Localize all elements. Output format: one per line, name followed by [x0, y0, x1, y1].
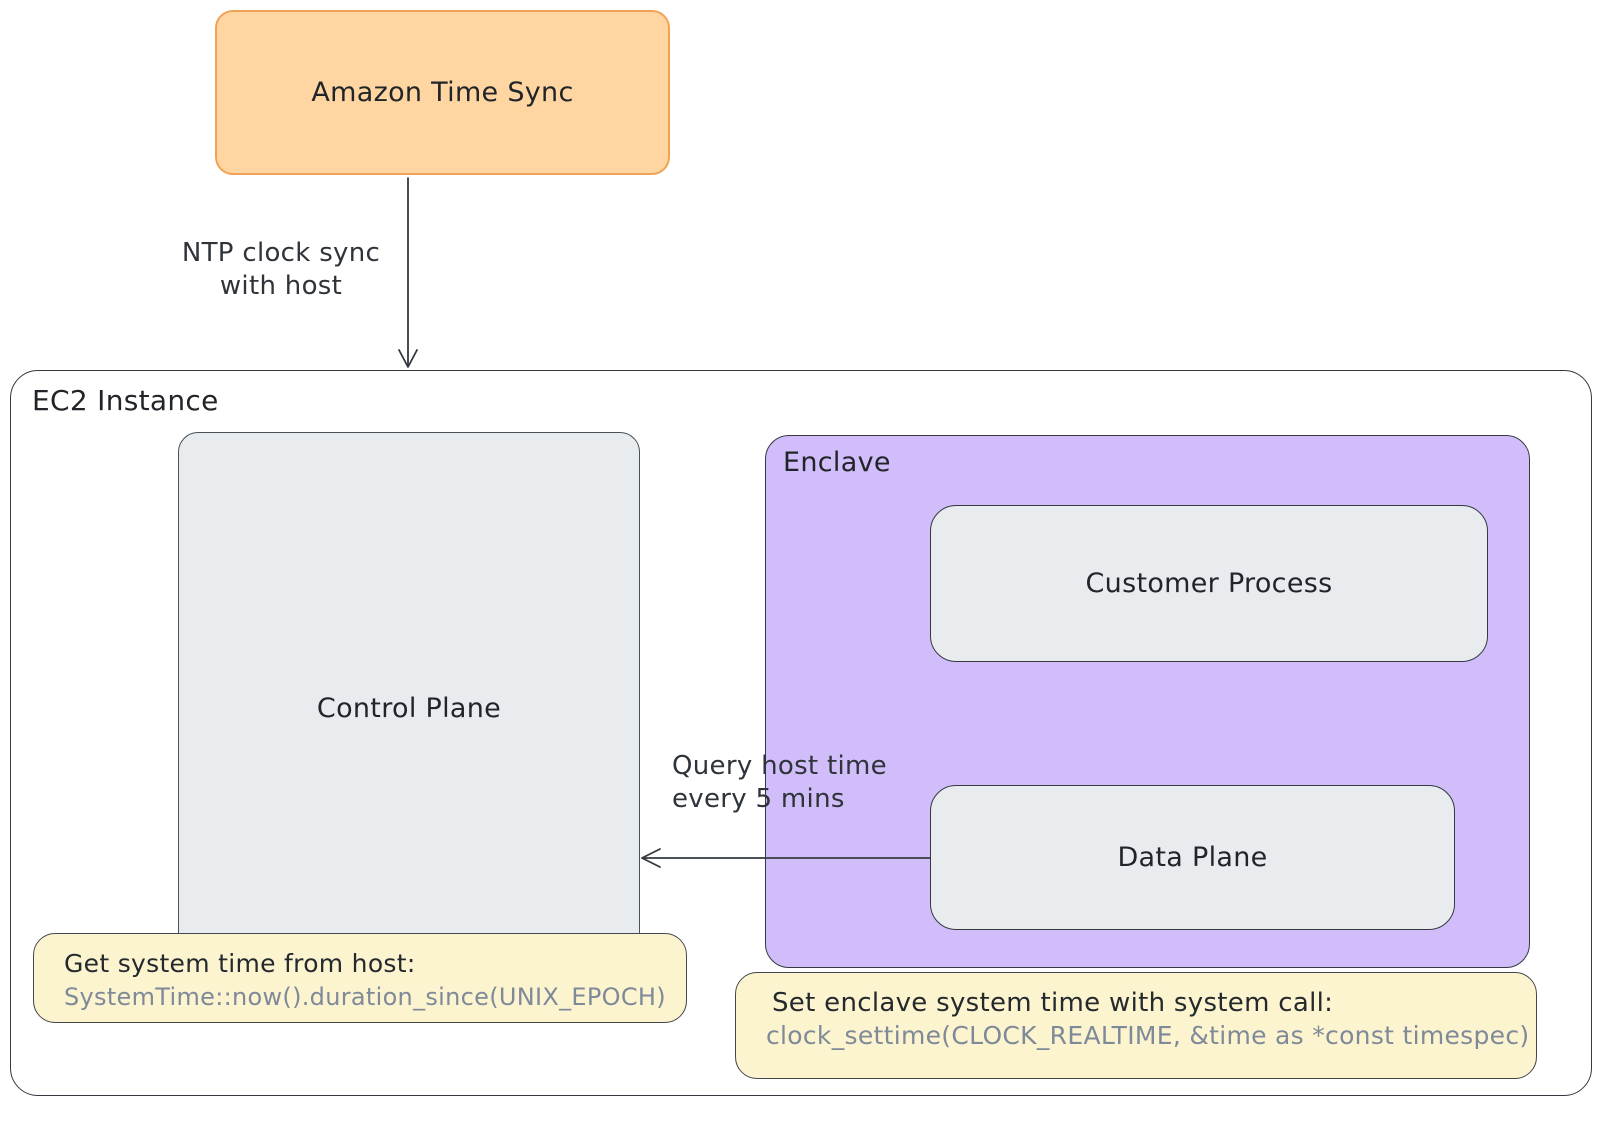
ntp-sync-edge-label-line2: with host — [219, 271, 343, 301]
control-plane-box: Control Plane — [178, 432, 640, 985]
ec2-instance-label: EC2 Instance — [32, 384, 219, 417]
query-host-time-edge-label-line2: every 5 mins — [672, 784, 845, 814]
amazon-time-sync-box: Amazon Time Sync — [215, 10, 670, 175]
ntp-sync-arrow — [398, 177, 418, 368]
customer-process-label: Customer Process — [1085, 568, 1333, 599]
amazon-time-sync-label: Amazon Time Sync — [311, 77, 574, 108]
query-host-time-edge-label-line1: Query host time — [672, 751, 887, 781]
customer-process-box: Customer Process — [930, 505, 1488, 662]
host-time-note-code: SystemTime::now().duration_since(UNIX_EP… — [64, 983, 666, 1011]
enclave-time-note-title: Set enclave system time with system call… — [772, 988, 1334, 1018]
query-host-time-edge-label: Query host time every 5 mins — [672, 750, 902, 816]
enclave-label: Enclave — [783, 447, 891, 478]
ntp-sync-edge-label: NTP clock sync with host — [150, 237, 412, 303]
data-plane-box: Data Plane — [930, 785, 1455, 930]
control-plane-label: Control Plane — [316, 693, 502, 724]
enclave-time-note-code: clock_settime(CLOCK_REALTIME, &time as *… — [766, 1021, 1530, 1050]
host-time-note-title: Get system time from host: — [64, 949, 416, 978]
host-time-note: Get system time from host: SystemTime::n… — [33, 933, 687, 1023]
data-plane-label: Data Plane — [1117, 842, 1268, 873]
query-host-time-arrow — [641, 848, 931, 868]
enclave-time-note: Set enclave system time with system call… — [735, 972, 1537, 1079]
ntp-sync-edge-label-line1: NTP clock sync — [181, 238, 381, 268]
